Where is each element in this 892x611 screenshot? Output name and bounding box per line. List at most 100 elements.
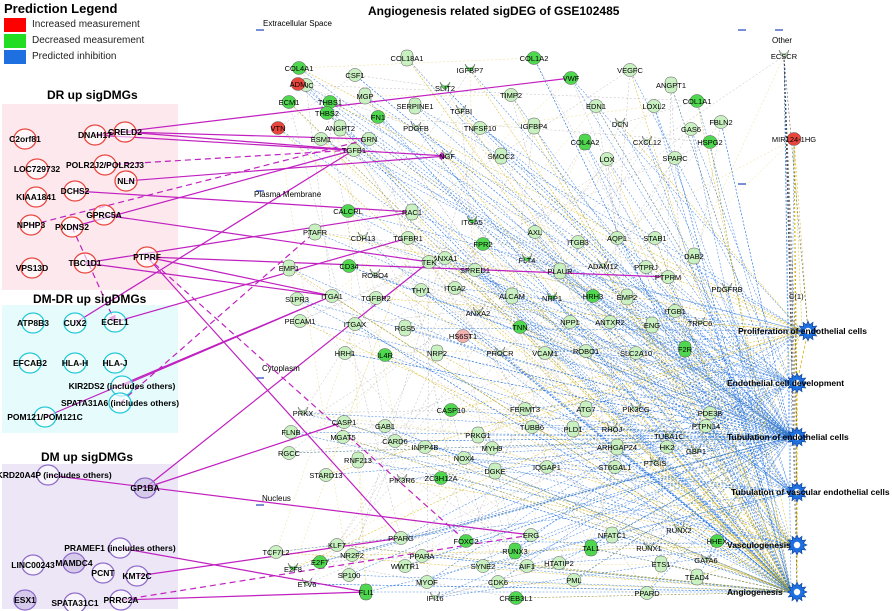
gene-node-dab2[interactable]: DAB2 — [684, 247, 704, 265]
gene-node-tubb6[interactable]: TUBB6 — [520, 420, 544, 434]
gene-node-fli1[interactable]: FLI1 — [358, 583, 374, 601]
gene-node-card6[interactable]: CARD6 — [382, 434, 408, 448]
gene-node-procr[interactable]: PROCR — [486, 346, 514, 358]
gene-node-il4r[interactable]: IL4R — [377, 348, 394, 362]
gene-node-tek[interactable]: TEK — [422, 255, 437, 269]
gene-node-plaur[interactable]: PLAUR — [547, 262, 573, 280]
gene-node-pik3cg[interactable]: PIK3CG — [622, 402, 650, 414]
gene-node-angpt1[interactable]: ANGPT1 — [656, 76, 686, 94]
dmg-node-nln[interactable]: NLN — [114, 170, 138, 192]
dmg-node-cux2[interactable]: CUX2 — [63, 312, 87, 334]
gene-node-ptprm[interactable]: PTPRM — [655, 270, 681, 284]
gene-node-pdgfb[interactable]: PDGFB — [403, 121, 429, 133]
gene-node-flnb[interactable]: FLNB — [281, 425, 301, 439]
function-node-proliferation-of-endothelial-cells[interactable]: Proliferation of endothelial cells — [738, 320, 867, 342]
gene-node-cdk6[interactable]: CDK6 — [488, 575, 508, 589]
gene-node-cxcl12[interactable]: CXCL12 — [633, 135, 661, 147]
dmg-node-spata31a6-includes-others[interactable]: SPATA31A6 (includes others) — [61, 392, 179, 414]
gene-node-anxa2[interactable]: ANXA2 — [466, 306, 491, 318]
gene-node-anxa1[interactable]: ANXA1 — [433, 251, 458, 265]
gene-node-vegfc[interactable]: VEGFC — [617, 63, 643, 77]
gene-node-trpc6[interactable]: TRPC6 — [688, 316, 713, 328]
dmg-node-efcab2[interactable]: EFCAB2 — [13, 352, 47, 374]
gene-node-gas6[interactable]: GAS6 — [681, 122, 701, 136]
gene-node-prkg1[interactable]: PRKG1 — [465, 426, 491, 444]
gene-node-itga2[interactable]: ITGA2 — [444, 281, 466, 295]
gene-node-igfbp7[interactable]: IGFBP7 — [457, 63, 484, 75]
gene-node-axl[interactable]: AXL — [527, 225, 543, 239]
gene-node-itgb1[interactable]: ITGB1 — [664, 304, 686, 318]
gene-node-loxl2[interactable]: LOXL2 — [642, 99, 666, 113]
gene-node-tal1[interactable]: TAL1 — [582, 539, 600, 557]
gene-node-st6gal1[interactable]: ST6GAL1 — [599, 460, 632, 474]
gene-node-gab1[interactable]: GAB1 — [375, 419, 395, 433]
gene-node-pdgfrb[interactable]: PDGFRB — [711, 282, 743, 294]
gene-node-vtn[interactable]: VTN — [271, 121, 286, 135]
gene-node-itgax[interactable]: ITGAX — [344, 317, 367, 331]
dmg-node-loc729732[interactable]: LOC729732 — [14, 158, 61, 180]
gene-node-mgat5[interactable]: MGAT5 — [330, 430, 356, 444]
gene-node-lox[interactable]: LOX — [599, 152, 615, 166]
gene-node-pparg[interactable]: PPARG — [388, 531, 414, 545]
gene-node-stard13[interactable]: STARD13 — [309, 468, 343, 482]
gene-node-aif1[interactable]: AIF1 — [519, 559, 535, 573]
dmg-node-creld2[interactable]: CRELD2 — [108, 121, 142, 143]
gene-node-tead4[interactable]: TEAD4 — [685, 568, 709, 586]
gene-node-ptprj[interactable]: PTPRJ — [634, 260, 658, 274]
gene-node-mgp[interactable]: MGP — [356, 87, 374, 105]
gene-node-spred1[interactable]: SPRED1 — [460, 263, 490, 277]
gene-node-nr2f2[interactable]: NR2F2 — [340, 548, 364, 562]
gene-node-creb3l1[interactable]: CREB3L1 — [499, 591, 533, 605]
gene-node-tgfbr1[interactable]: TGFBR1 — [393, 231, 423, 245]
dmg-node-kmt2c[interactable]: KMT2C — [122, 565, 152, 587]
gene-node-gata6[interactable]: GATA6 — [694, 553, 718, 565]
gene-node-tnfsf10[interactable]: TNFSF10 — [464, 121, 497, 135]
gene-node-thy1[interactable]: THY1 — [411, 283, 431, 297]
gene-node-sp100[interactable]: SP100 — [338, 568, 361, 582]
gene-node-itga1[interactable]: ITGA1 — [321, 289, 343, 303]
gene-node-rac1[interactable]: RAC1 — [402, 203, 422, 221]
gene-node-nox4[interactable]: NOX4 — [454, 451, 474, 465]
function-node-endothelial-cell-development[interactable]: Endothelial cell development — [727, 372, 844, 394]
gene-node-robo4[interactable]: ROBO4 — [362, 268, 388, 280]
gene-node-runx2[interactable]: RUNX2 — [666, 523, 692, 535]
gene-node-pik3r6[interactable]: PIK3R6 — [389, 473, 415, 485]
dmg-node-kiaa1841[interactable]: KIAA1841 — [16, 186, 56, 208]
dmg-node-ankrd20a4p-includes-others[interactable]: ANKRD20A4P (includes others) — [0, 464, 112, 486]
gene-node-ptafr[interactable]: PTAFR — [303, 223, 328, 241]
gene-node-emp2[interactable]: EMP2 — [617, 288, 637, 306]
gene-node-pml[interactable]: PML — [566, 573, 582, 587]
gene-node-e2f7[interactable]: E2F7 — [311, 555, 329, 569]
gene-node-itgb3[interactable]: ITGB3 — [567, 235, 589, 249]
gene-node-nrp1[interactable]: NRP1 — [542, 291, 562, 303]
dmg-node-ecel1[interactable]: ECEL1 — [101, 311, 129, 333]
gene-node-tgfbr2[interactable]: TGFBR2 — [361, 291, 391, 305]
gene-node-alcam[interactable]: ALCAM — [499, 287, 525, 305]
gene-node-htatip2[interactable]: HTATIP2 — [544, 556, 574, 570]
dmg-node-pcnt[interactable]: PCNT — [91, 562, 115, 584]
gene-node-ppard[interactable]: PPARD — [634, 586, 660, 600]
gene-node-ngf[interactable]: NGF — [439, 149, 455, 161]
gene-node-csf1[interactable]: CSF1 — [345, 68, 365, 82]
gene-node-rgs5[interactable]: RGS5 — [395, 319, 415, 337]
gene-node-cd34[interactable]: CD34 — [339, 259, 359, 273]
gene-node-iqgap1[interactable]: IQGAP1 — [533, 460, 561, 474]
gene-node-emp1[interactable]: EMP1 — [279, 259, 299, 277]
dmg-node-gprc5a[interactable]: GPRC5A — [86, 204, 122, 226]
gene-node-npp1[interactable]: NPP1 — [560, 315, 580, 329]
gene-node-inpp4b[interactable]: INPP4B — [412, 440, 439, 454]
gene-node-timp2[interactable]: TIMP2 — [500, 88, 522, 102]
gene-node-ecscr[interactable]: ECSCR — [771, 49, 798, 61]
gene-node-pecam1[interactable]: PECAM1 — [285, 314, 316, 328]
gene-node-hspg2[interactable]: HSPG2 — [697, 135, 723, 149]
gene-node-edn1[interactable]: EDN1 — [586, 99, 606, 113]
gene-node-ifi16[interactable]: IFI16 — [426, 591, 444, 603]
gene-node-slc2a10[interactable]: SLC2A10 — [620, 346, 652, 360]
gene-node-cdh13[interactable]: CDH13 — [351, 231, 376, 243]
gene-node-thbs2[interactable]: THBS2 — [315, 106, 339, 120]
gene-node-f2r[interactable]: F2R — [678, 340, 693, 358]
gene-node-erg[interactable]: ERG — [523, 528, 539, 542]
dmg-node-spata31c1[interactable]: SPATA31C1 — [51, 592, 99, 611]
gene-node-fn1[interactable]: FN1 — [370, 110, 386, 124]
gene-node-hhex[interactable]: HHEX — [707, 534, 728, 548]
